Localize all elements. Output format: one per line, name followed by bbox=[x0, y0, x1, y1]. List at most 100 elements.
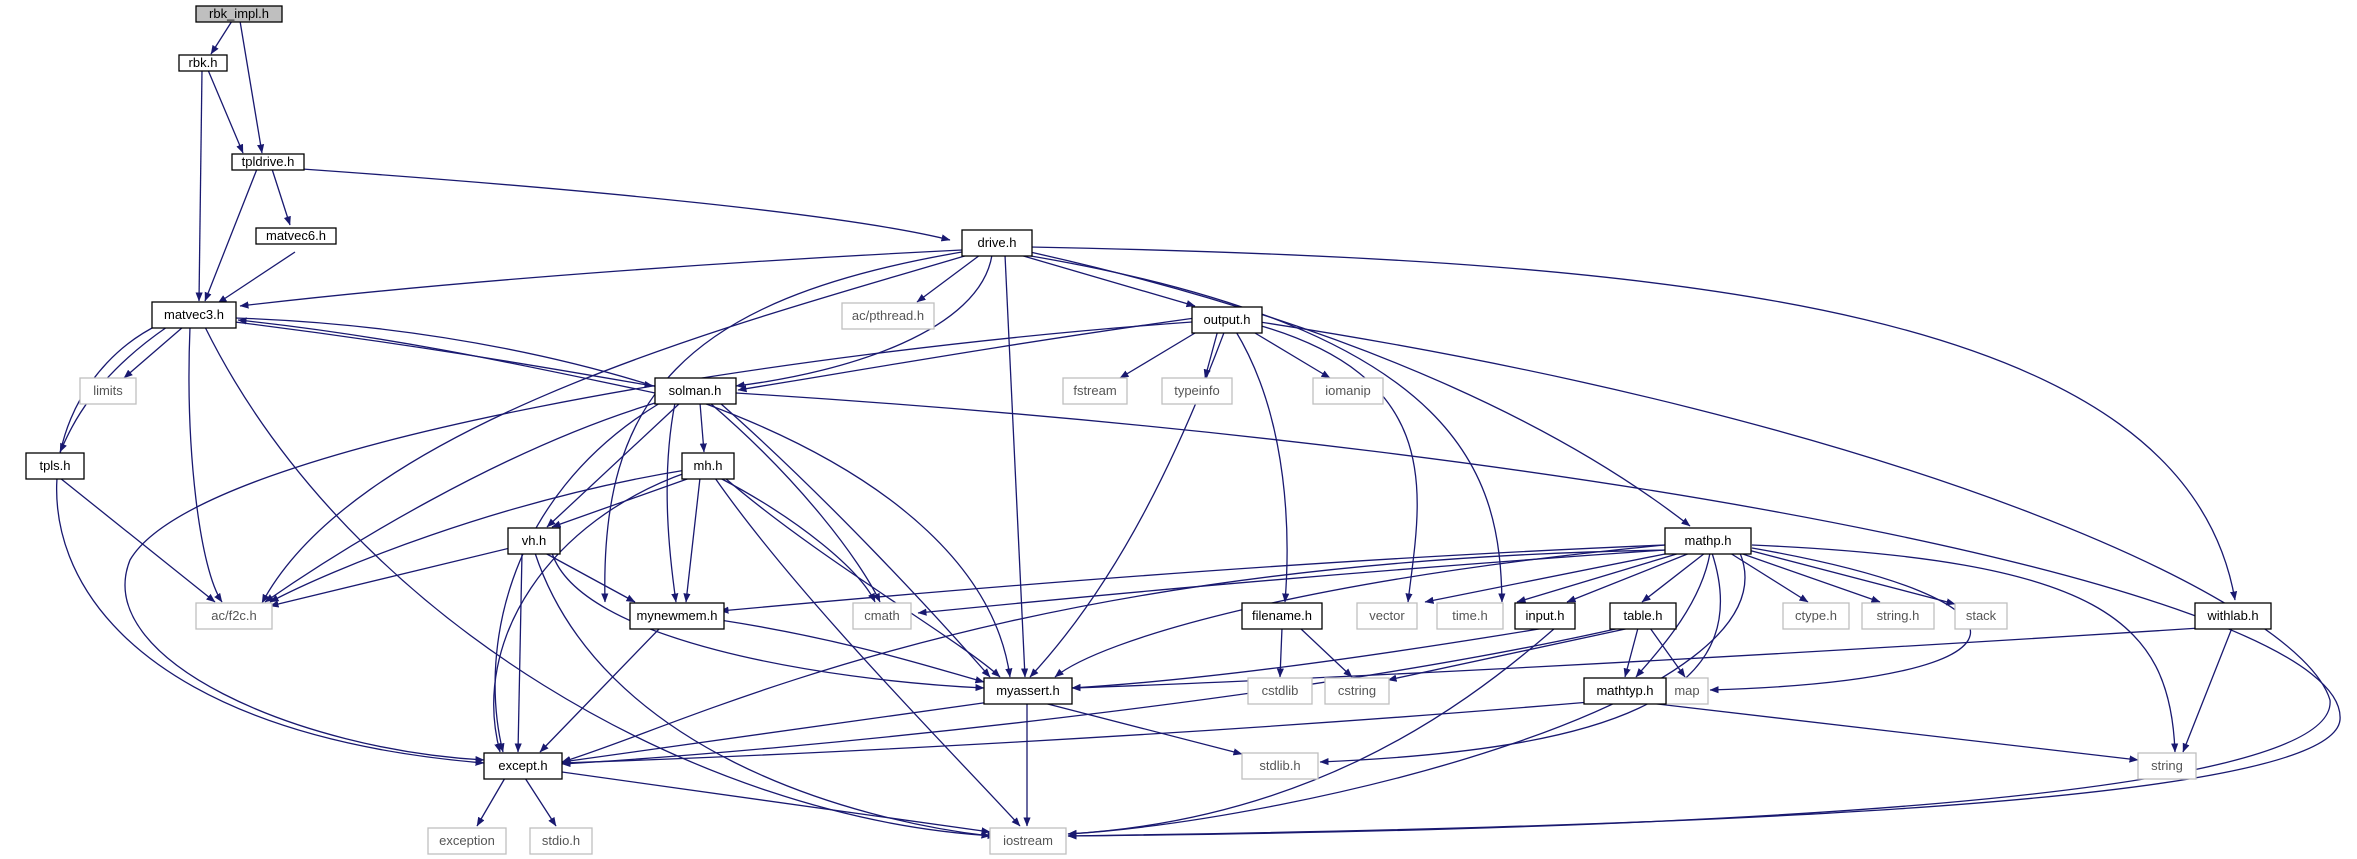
edge-drive-acpthread bbox=[916, 254, 981, 303]
node-label: except.h bbox=[498, 758, 547, 773]
edge-mathp-table bbox=[1641, 552, 1706, 603]
node-withlab-h[interactable]: withlab.h bbox=[2194, 602, 2272, 630]
edge-table-cstring bbox=[1387, 627, 1631, 682]
edge-solman-vh bbox=[546, 402, 681, 528]
node-stdlib-h[interactable]: stdlib.h bbox=[1241, 752, 1319, 780]
edge-vh-mynewmem bbox=[544, 552, 636, 603]
node-typeinfo[interactable]: typeinfo bbox=[1161, 377, 1233, 405]
node-vector[interactable]: vector bbox=[1356, 602, 1418, 630]
node-label: drive.h bbox=[977, 235, 1016, 250]
node-solman-h[interactable]: solman.h bbox=[654, 377, 737, 405]
edges bbox=[56, 20, 2341, 840]
node-ctype-h[interactable]: ctype.h bbox=[1782, 602, 1850, 630]
edge-drive-solman bbox=[735, 254, 993, 389]
node-label: rbk_impl.h bbox=[209, 6, 269, 21]
node-filename-h[interactable]: filename.h bbox=[1241, 602, 1323, 630]
edge-table-map bbox=[1649, 627, 1686, 678]
edge-tpldrive-drive bbox=[301, 168, 951, 242]
node-label: stack bbox=[1966, 608, 1997, 623]
edge-tpldrive-matvec6 bbox=[271, 168, 291, 226]
edge-mathp-myassert bbox=[1054, 544, 1666, 678]
edge-vh-iostream bbox=[534, 552, 991, 839]
node-iomanip[interactable]: iomanip bbox=[1312, 377, 1384, 405]
edge-filename-cstdlib bbox=[1276, 627, 1284, 678]
edge-mathp-stdlib bbox=[1319, 552, 1722, 766]
node-label: cmath bbox=[864, 608, 899, 623]
node-mynewmem-h[interactable]: mynewmem.h bbox=[629, 602, 725, 630]
node-string[interactable]: string bbox=[2137, 752, 2197, 780]
node-limits[interactable]: limits bbox=[79, 377, 137, 405]
node-output-h[interactable]: output.h bbox=[1191, 306, 1263, 334]
edge-mathp-mathtyp bbox=[1635, 552, 1711, 678]
node-ac-pthread-h[interactable]: ac/pthread.h bbox=[841, 302, 935, 330]
node-label: mathtyp.h bbox=[1596, 683, 1653, 698]
edge-filename-cstring bbox=[1299, 627, 1353, 678]
edge-mh-vh bbox=[551, 477, 691, 528]
node-vh-h[interactable]: vh.h bbox=[507, 527, 561, 555]
node-drive-h[interactable]: drive.h bbox=[961, 229, 1033, 257]
node-string-h[interactable]: string.h bbox=[1861, 602, 1935, 630]
node-label: mathp.h bbox=[1685, 533, 1732, 548]
node-map[interactable]: map bbox=[1665, 677, 1709, 705]
node-cstdlib[interactable]: cstdlib bbox=[1247, 677, 1313, 705]
node-mathp-h[interactable]: mathp.h bbox=[1664, 527, 1752, 555]
node-label: input.h bbox=[1525, 608, 1564, 623]
edge-withlab-string bbox=[2182, 627, 2233, 753]
edge-mathp-stringh bbox=[1739, 552, 1881, 603]
node-tpls-h[interactable]: tpls.h bbox=[25, 452, 85, 480]
node-label: iomanip bbox=[1325, 383, 1371, 398]
edge-rbk_impl-tpldrive bbox=[239, 20, 265, 154]
node-myassert-h[interactable]: myassert.h bbox=[983, 677, 1073, 705]
edge-mh-acf2c bbox=[269, 469, 687, 603]
node-rbk-impl-h[interactable]: rbk_impl.h bbox=[195, 5, 283, 23]
node-iostream[interactable]: iostream bbox=[989, 827, 1067, 855]
node-label: string.h bbox=[1877, 608, 1920, 623]
node-mathtyp-h[interactable]: mathtyp.h bbox=[1583, 677, 1667, 705]
edge-mathp-vector bbox=[1424, 552, 1671, 604]
node-input-h[interactable]: input.h bbox=[1514, 602, 1576, 630]
node-ac-f2c-h[interactable]: ac/f2c.h bbox=[195, 602, 273, 630]
edge-myassert-stdlib bbox=[1039, 701, 1243, 756]
node-label: cstdlib bbox=[1262, 683, 1299, 698]
edge-input-myassert bbox=[1071, 627, 1546, 692]
node-cstring[interactable]: cstring bbox=[1324, 677, 1390, 705]
node-fstream[interactable]: fstream bbox=[1062, 377, 1128, 405]
edge-mynewmem-myassert bbox=[719, 619, 985, 684]
node-label: table.h bbox=[1623, 608, 1662, 623]
node-matvec6-h[interactable]: matvec6.h bbox=[255, 227, 337, 245]
edge-output-except bbox=[124, 321, 1193, 764]
node-exception[interactable]: exception bbox=[427, 827, 507, 855]
edge-drive-output bbox=[1019, 254, 1196, 308]
nodes: rbk_impl.h rbk.h tpldrive.h matvec6.h dr… bbox=[25, 5, 2272, 855]
node-mh-h[interactable]: mh.h bbox=[681, 452, 735, 480]
node-label: tpldrive.h bbox=[242, 154, 295, 169]
edge-mynewmem-except bbox=[539, 627, 661, 753]
edge-vh-acf2c bbox=[269, 547, 511, 608]
edge-output-filename bbox=[1234, 329, 1290, 603]
node-tpldrive-h[interactable]: tpldrive.h bbox=[231, 153, 305, 171]
node-label: exception bbox=[439, 833, 495, 848]
edge-drive-mynewmem bbox=[601, 251, 963, 603]
edge-drive-matvec3 bbox=[239, 249, 963, 309]
edge-mathp-mynewmem bbox=[719, 544, 1666, 614]
node-except-h[interactable]: except.h bbox=[483, 752, 563, 780]
node-table-h[interactable]: table.h bbox=[1609, 602, 1677, 630]
node-rbk-h[interactable]: rbk.h bbox=[178, 54, 228, 72]
edge-rbk-tpldrive bbox=[207, 69, 244, 154]
node-matvec3-h[interactable]: matvec3.h bbox=[151, 301, 237, 329]
node-label: vh.h bbox=[522, 533, 547, 548]
node-time-h[interactable]: time.h bbox=[1436, 602, 1504, 630]
edge-drive-acf2c bbox=[261, 254, 969, 604]
node-label: mh.h bbox=[694, 458, 723, 473]
node-stack[interactable]: stack bbox=[1954, 602, 2008, 630]
edge-output-typeinfo bbox=[1203, 329, 1219, 379]
node-cmath[interactable]: cmath bbox=[852, 602, 912, 630]
edge-mathp-ctype bbox=[1729, 552, 1809, 603]
node-label: tpls.h bbox=[39, 458, 70, 473]
edge-matvec3-limits bbox=[123, 326, 184, 379]
node-stdio-h[interactable]: stdio.h bbox=[529, 827, 593, 855]
edge-mh-except bbox=[493, 471, 689, 753]
edge-solman-acf2c bbox=[264, 402, 656, 603]
edge-myassert-except bbox=[561, 701, 991, 765]
edge-vh-except bbox=[514, 552, 523, 753]
